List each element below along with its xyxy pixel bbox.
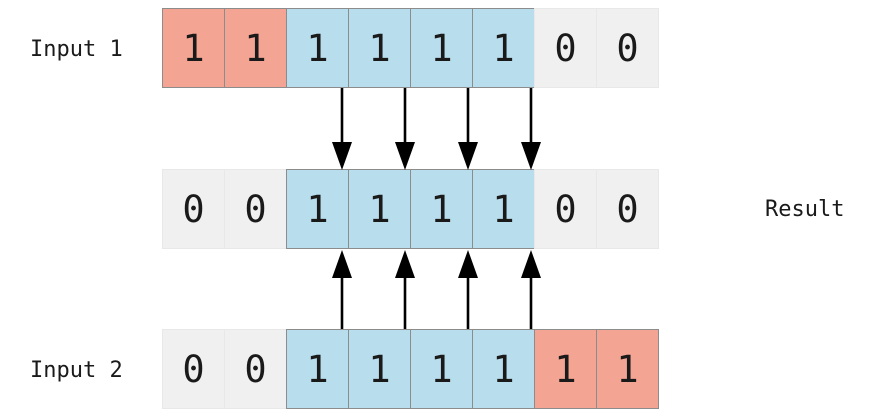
bit-cell[interactable]: 1	[224, 8, 287, 88]
up-arrow-icon	[395, 250, 415, 329]
bit-cell[interactable]: 1	[286, 8, 349, 88]
down-arrow-icon	[332, 88, 352, 170]
bit-cell[interactable]: 0	[534, 8, 597, 88]
bit-cell[interactable]: 1	[410, 329, 473, 409]
bit-cell[interactable]: 1	[286, 169, 349, 249]
up-arrow-icon	[521, 250, 541, 329]
row-label-result: Result	[765, 197, 845, 222]
bit-cell[interactable]: 1	[348, 329, 411, 409]
up-arrow-group	[332, 250, 541, 329]
bit-cell[interactable]: 1	[410, 8, 473, 88]
bit-cell[interactable]: 0	[224, 329, 287, 409]
bit-row-input1: 1 1 1 1 1 1 0 0	[162, 8, 659, 88]
down-arrow-group	[332, 88, 541, 170]
bit-cell[interactable]: 1	[534, 329, 597, 409]
bit-cell[interactable]: 0	[162, 329, 225, 409]
bit-cell[interactable]: 0	[224, 169, 287, 249]
bit-cell[interactable]: 0	[162, 169, 225, 249]
bit-cell[interactable]: 0	[534, 169, 597, 249]
bit-cell[interactable]: 1	[410, 169, 473, 249]
down-arrow-icon	[458, 88, 478, 170]
up-arrow-icon	[458, 250, 478, 329]
up-arrow-icon	[332, 250, 352, 329]
bit-cell[interactable]: 0	[596, 8, 659, 88]
row-label-input2: Input 2	[30, 358, 123, 383]
bit-row-input2: 0 0 1 1 1 1 1 1	[162, 329, 659, 409]
row-label-input1: Input 1	[30, 37, 123, 62]
bit-cell[interactable]: 0	[596, 169, 659, 249]
bit-cell[interactable]: 1	[286, 329, 349, 409]
down-arrow-icon	[521, 88, 541, 170]
bit-cell[interactable]: 1	[472, 329, 535, 409]
down-arrow-icon	[395, 88, 415, 170]
bit-cell[interactable]: 1	[348, 169, 411, 249]
bit-cell[interactable]: 1	[472, 8, 535, 88]
bit-cell[interactable]: 1	[472, 169, 535, 249]
bit-cell[interactable]: 1	[596, 329, 659, 409]
bit-cell[interactable]: 1	[348, 8, 411, 88]
bit-cell[interactable]: 1	[162, 8, 225, 88]
bit-row-result: 0 0 1 1 1 1 0 0	[162, 169, 659, 249]
